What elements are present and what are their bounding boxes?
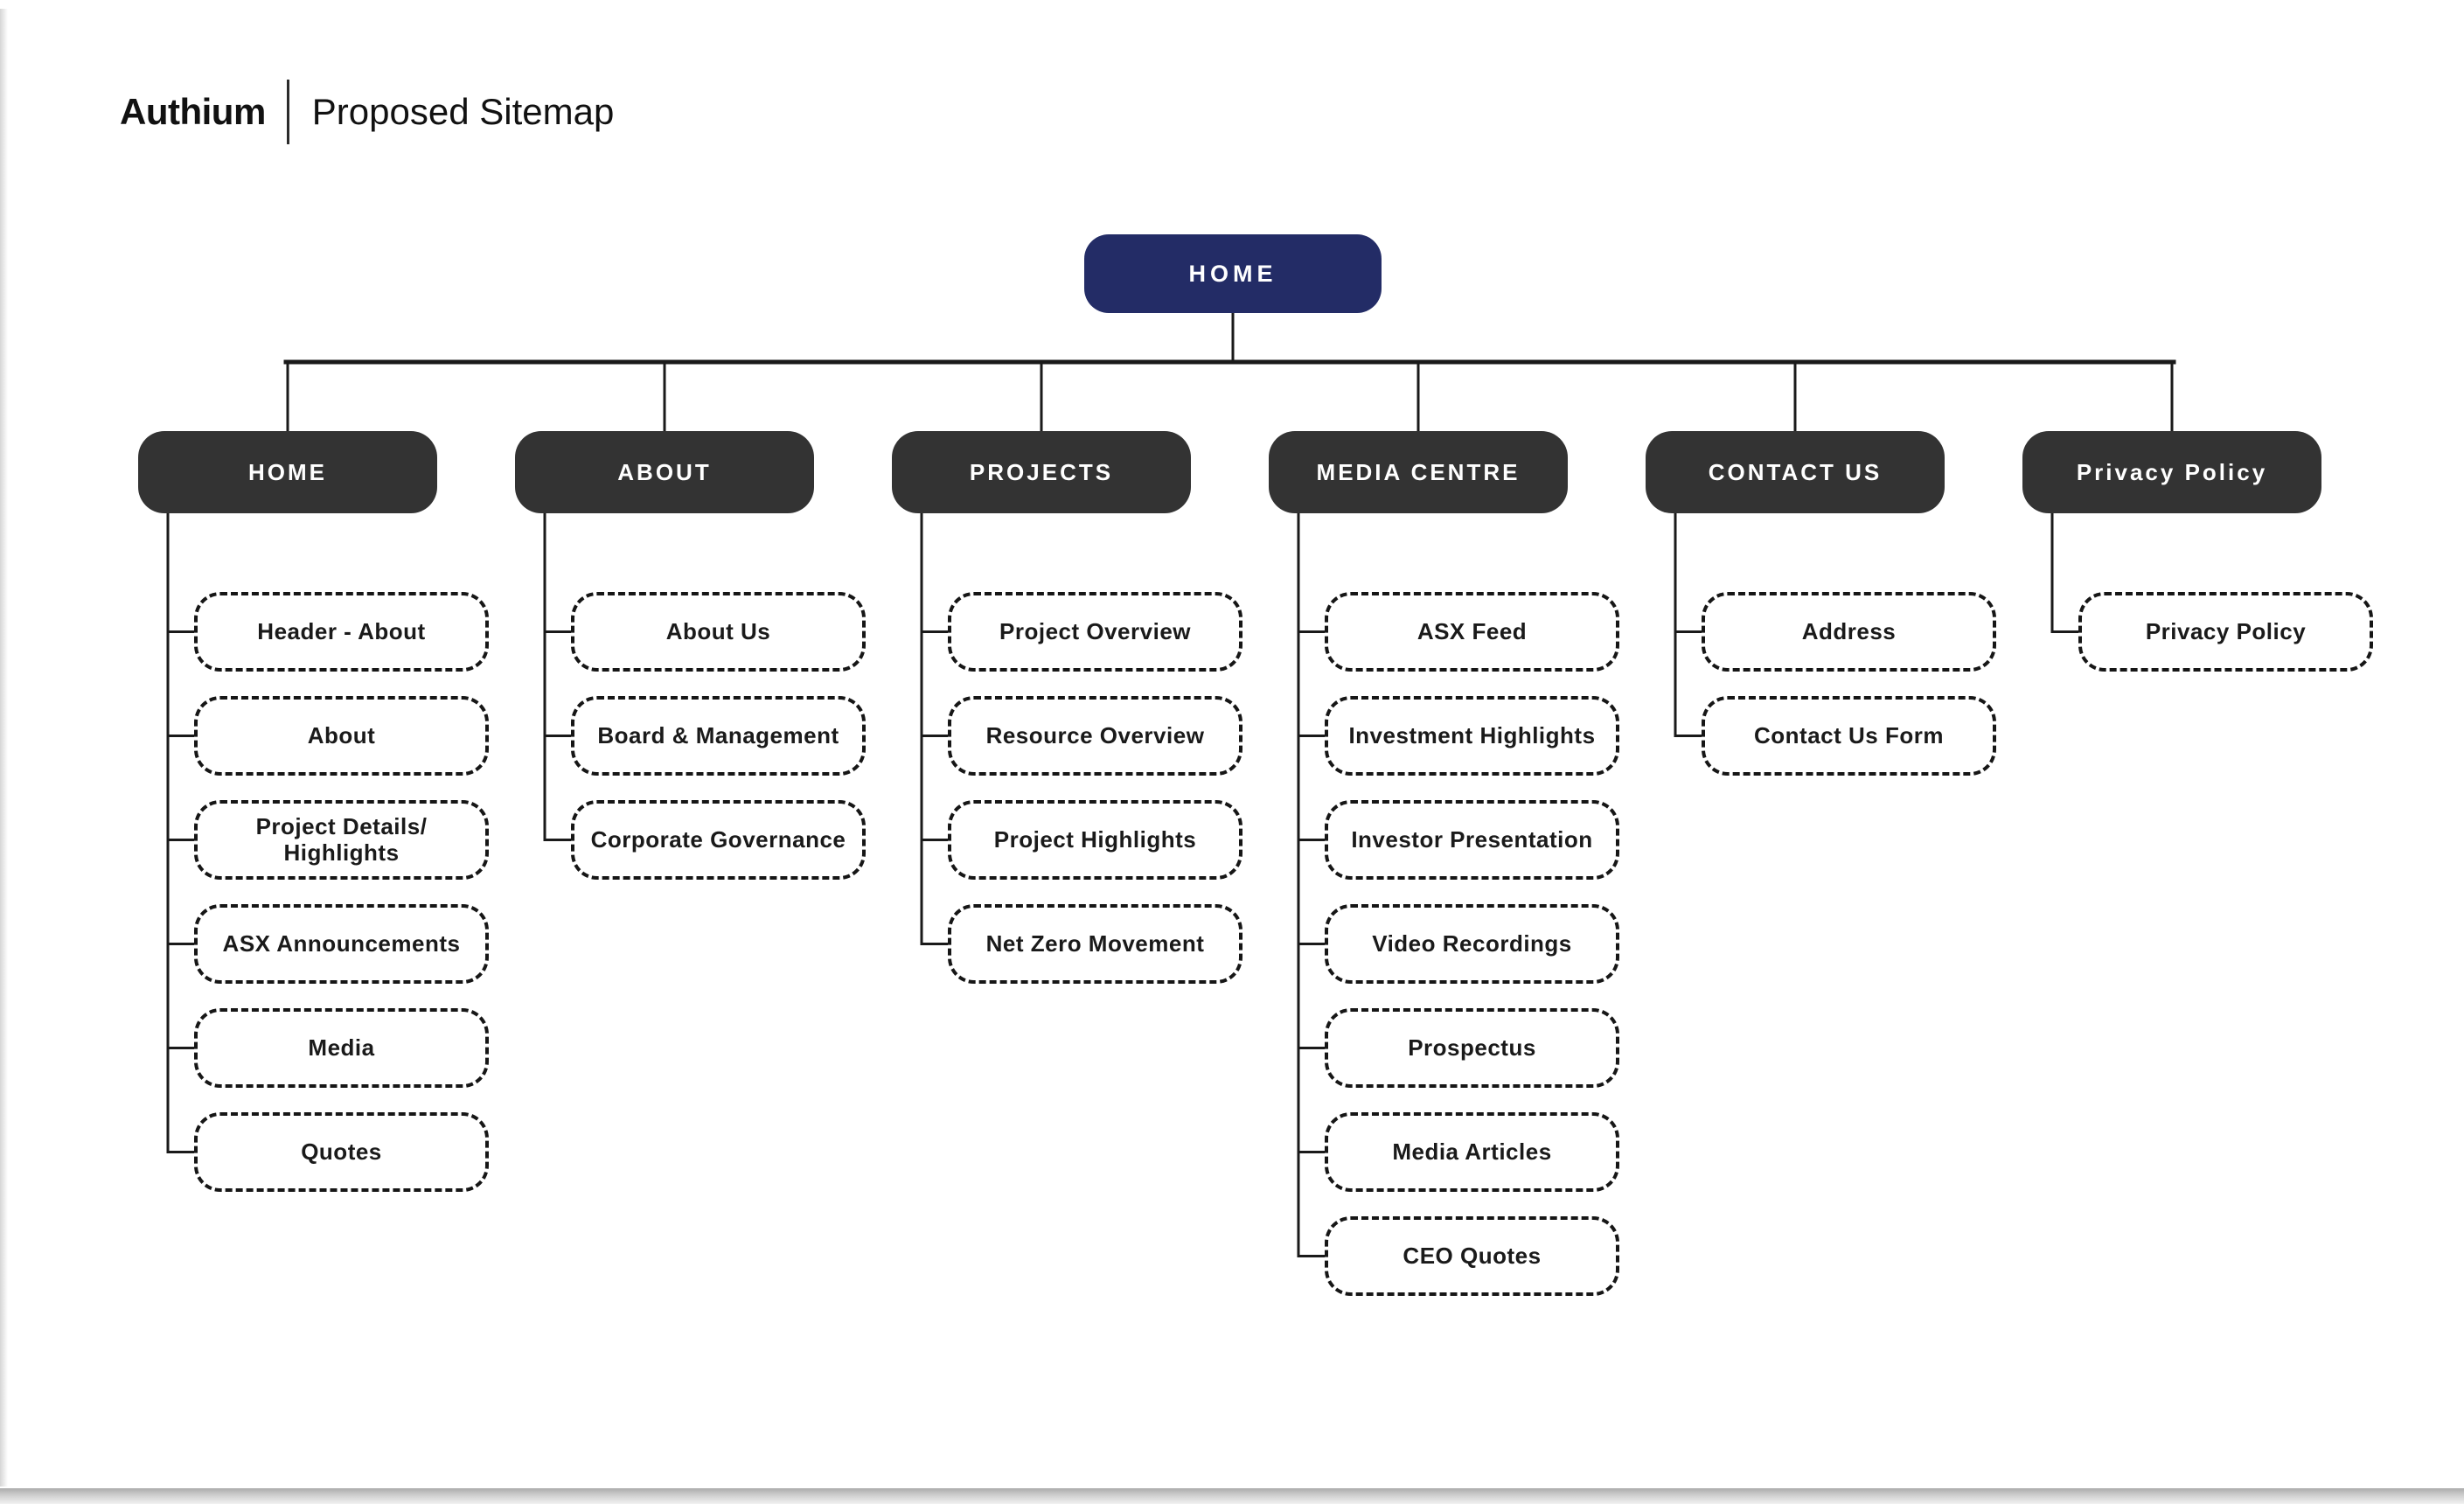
node-video-recordings: Video Recordings: [1325, 904, 1619, 984]
node-investment-highlights: Investment Highlights: [1325, 696, 1619, 776]
section-node-about: ABOUT: [515, 431, 814, 513]
page-left-edge: [0, 9, 8, 1487]
section-node-privacy-policy: Privacy Policy: [2022, 431, 2321, 513]
node-asx-announcements: ASX Announcements: [194, 904, 489, 984]
node-about-us: About Us: [571, 592, 866, 672]
node-project-details-highlights: Project Details/ Highlights: [194, 800, 489, 880]
node-project-overview: Project Overview: [948, 592, 1242, 672]
header-divider: [286, 80, 289, 144]
page-title: Proposed Sitemap: [311, 91, 615, 132]
node-prospectus: Prospectus: [1325, 1008, 1619, 1088]
node-privacy-policy-page: Privacy Policy: [2078, 592, 2373, 672]
header: Authium Proposed Sitemap: [120, 80, 615, 144]
section-node-contact-us: CONTACT US: [1646, 431, 1945, 513]
node-resource-overview: Resource Overview: [948, 696, 1242, 776]
node-media: Media: [194, 1008, 489, 1088]
node-address: Address: [1702, 592, 1996, 672]
node-home-root: HOME: [1084, 234, 1382, 313]
node-project-highlights: Project Highlights: [948, 800, 1242, 880]
node-corporate-governance: Corporate Governance: [571, 800, 866, 880]
node-ceo-quotes: CEO Quotes: [1325, 1216, 1619, 1296]
brand-logo: Authium: [120, 91, 266, 132]
section-node-home: HOME: [138, 431, 437, 513]
section-node-media-centre: MEDIA CENTRE: [1269, 431, 1568, 513]
node-about: About: [194, 696, 489, 776]
node-net-zero-movement: Net Zero Movement: [948, 904, 1242, 984]
node-contact-us-form: Contact Us Form: [1702, 696, 1996, 776]
node-quotes: Quotes: [194, 1112, 489, 1192]
node-header-about: Header - About: [194, 592, 489, 672]
node-asx-feed: ASX Feed: [1325, 592, 1619, 672]
node-board-management: Board & Management: [571, 696, 866, 776]
page-bottom-edge: [0, 1488, 2464, 1504]
section-node-projects: PROJECTS: [892, 431, 1191, 513]
node-investor-presentation: Investor Presentation: [1325, 800, 1619, 880]
node-media-articles: Media Articles: [1325, 1112, 1619, 1192]
